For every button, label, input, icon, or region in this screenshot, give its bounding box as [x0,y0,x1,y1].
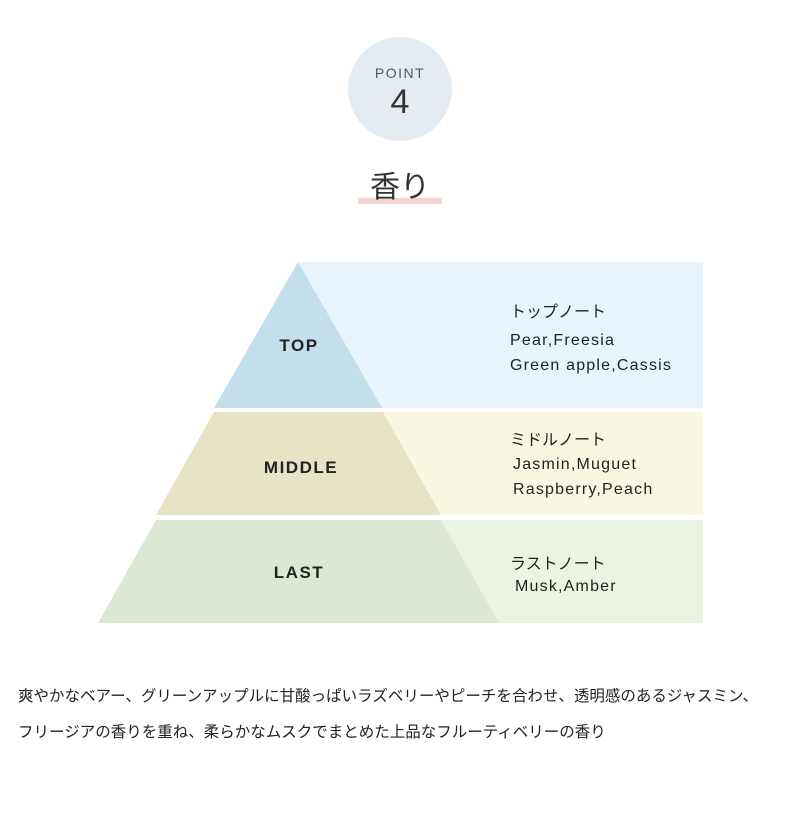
tier-label-top: TOP [279,336,319,355]
tier-label-middle: MIDDLE [263,458,339,477]
top-note-line: Pear,Freesia [510,332,616,349]
top-notes: トップノート Pear,Freesia Green apple,Cassis [510,298,672,378]
top-tier [214,262,382,408]
tier-label-last: LAST [273,563,325,582]
middle-note-line: Raspberry,Peach [513,481,654,498]
top-note-title: トップノート [510,302,607,321]
point-badge: POINT 4 [348,37,452,141]
middle-note-line: Jasmin,Muguet [513,456,638,473]
description-line: フリージアの香りを重ね、柔らかなムスクでまとめた上品なフルーティベリーの香り [18,723,606,741]
point-number: 4 [390,83,410,121]
description-line: 爽やかなベアー、グリーンアップルに甘酸っぱいラズベリーやピーチを合わせ、透明感の… [18,687,759,705]
last-note-line: Musk,Amber [515,578,617,595]
top-note-line: Green apple,Cassis [510,357,673,374]
middle-tier [156,412,441,515]
middle-panel [383,412,703,515]
last-notes: ラストノート Musk,Amber [510,550,617,599]
section-heading: 香り [358,170,442,206]
last-tier [98,520,499,623]
middle-note-title: ミドルノート [510,430,607,449]
fragrance-description: 爽やかなベアー、グリーンアップルに甘酸っぱいラズベリーやピーチを合わせ、透明感の… [18,678,788,750]
point-label: POINT [374,65,426,81]
middle-notes: ミドルノート Jasmin,Muguet Raspberry,Peach [510,426,653,502]
last-note-title: ラストノート [510,554,606,573]
